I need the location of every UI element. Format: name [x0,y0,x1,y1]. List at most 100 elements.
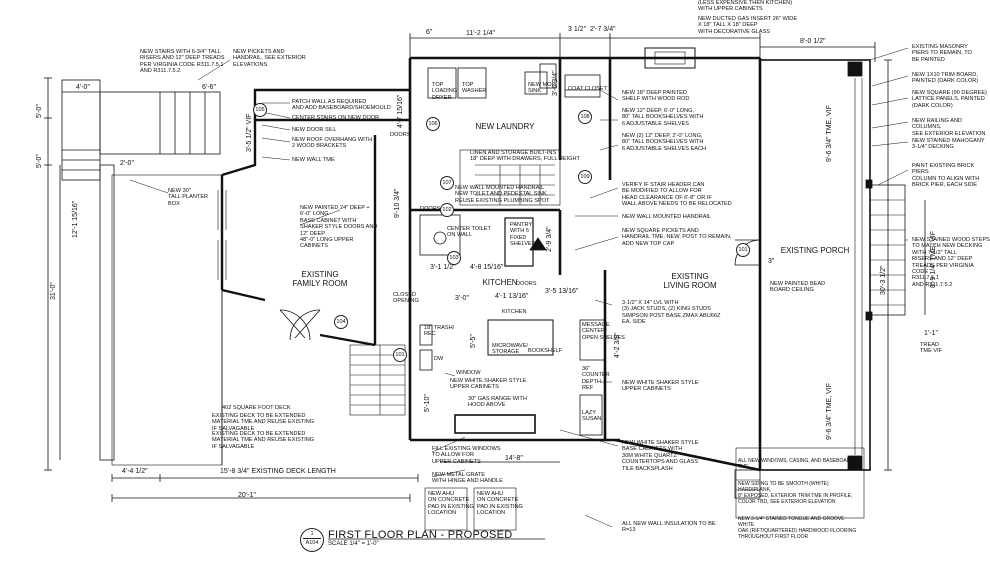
dim-5-5: 5'-5" [470,334,477,348]
dim-2-9: 2'-9 3/4" [546,226,553,252]
note-shelf-rod: NEW 18" DEEP PAINTED SHELF WITH WOOD ROD [622,90,690,103]
label-lazy-susan: LAZY SUSAN [582,410,602,423]
note-toilet: NEW WALL MOUNTED HANDRAIL NEW TOILET AND… [455,185,550,204]
note-base-cabinets: NEW WHITE SHAKER STYLE BASE CABINETS WIT… [622,440,699,472]
note-gas-insert: NEW DUCTED GAS INSERT 26" WIDE x 18" TAL… [698,16,798,35]
note-deck-extend-1: EXISTING DECK TO BE EXTENDED MATERIAL TM… [212,413,315,432]
note-tread: TREAD TME VIF [920,342,943,355]
dim-3-5: 3'-5 1/2" VIF [246,113,253,152]
dim-3-1: 3'-1 1/2" [430,264,456,271]
label-microwave: MICROWAVE/ STORAGE [492,343,529,356]
label-doors-2: DOORS [420,206,441,212]
dim-left-5a: 5'-0" [36,104,43,118]
dim-5-10: 5'-10" [424,394,431,412]
note-deck-extend-2: EXISTING DECK TO BE EXTENDED MATERIAL TM… [212,431,315,450]
label-doors-3: DOORS [516,281,537,287]
note-lvl: 3-1/2" x 14" LVL WITH (3) JACK STUDS, (2… [622,300,721,326]
label-ahu-1: NEW AHU ON CONCRETE PAD IN EXISTING LOCA… [428,491,474,517]
room-new-laundry: NEW LAUNDRY [475,122,535,131]
note-planter: NEW 30" TALL PLANTER BOX [168,188,209,207]
label-doors-1: DOORS [390,132,411,138]
note-decking: NEW STAINED MAHOGANY 3-1/4" DECKING [912,138,985,151]
dim-top-small: 3 1/2" [568,26,587,33]
dim-top-porch: 8'-0 1/2" [800,38,826,45]
note-square-pickets: NEW SQUARE PICKETS AND HANDRAIL TME. NEW… [622,228,732,247]
dim-4-7: 4'-7 15/16" [397,94,404,128]
room-existing-family: EXISTING FAMILY ROOM [292,270,348,288]
dim-4-1: 4'-1 13/16" [495,293,529,300]
note-handrail: NEW WALL MOUNTED HANDRAIL [622,214,712,220]
label-trash: 18" TRASH/ REC [424,325,455,338]
dim-9-10: 9'-10 3/4" [394,188,401,218]
dim-deck-length: 15'-8 3/4" EXISTING DECK LENGTH [220,468,336,475]
note-new-stairs: NEW STAIRS WITH 6-3/4" TALL RISERS AND 1… [140,49,225,75]
note-roof-overhang: NEW ROOF OVERHANG WITH 2 WOOD BRACKETS [292,137,373,150]
note-wood-steps: NEW STAINED WOOD STEPS TO MATCH NEW DECK… [912,237,990,288]
room-existing-living: EXISTING LIVING ROOM [663,272,717,290]
tag-103: 103 [447,251,461,265]
label-ahu-2: NEW AHU ON CONCRETE PAD IN EXISTING LOCA… [477,491,523,517]
tag-101-a: 101 [393,348,407,362]
dim-3-5b: 3'-5 13/16" [545,288,579,295]
drawing-scale: SCALE 1/4" = 1'-0" [328,541,379,547]
dim-top-6: 6" [426,29,433,36]
tag-104: 104 [334,315,348,329]
dim-31-0: 31'-0" [50,282,57,300]
dim-3-0: 3'-0" [455,295,469,302]
general-note-3: NEW 3-1/4" STAINED TONGUE AND GROOVE WHI… [738,516,857,540]
note-fill-windows: FILL EXISTING WINDOWS TO ALLOW FOR UPPER… [432,446,501,465]
note-upper-cabinets-right: NEW WHITE SHAKER STYLE UPPER CABINETS [622,380,699,393]
center-toilet-label: CENTER TOILET ON WALL [447,226,491,239]
sheet-number: A104 [303,538,321,546]
dim-stair-4: 4'-0" [76,84,90,91]
drawing-title: FIRST FLOOR PLAN - PROPOSED [328,529,513,541]
note-stair-header: VERIFY IF STAIR HEADER CAN BE MODIFIED T… [622,182,732,208]
tag-109: 109 [578,170,592,184]
tag-101-b: 101 [736,243,750,257]
label-deck-area: 402 SQUARE FOOT DECK [222,405,291,411]
general-note-1: ALL NEW WINDOWS, CASING, AND BASEBOARD T… [738,458,854,470]
dim-30-3: 30'-3 1/2" [880,265,887,295]
tag-102: 102 [440,203,454,217]
label-counter-depth-ref: 36" COUNTER DEPTH REF [582,366,610,392]
dim-3in: 3" [768,258,775,265]
dim-9-6-b: 9'-6 3/4" TME, VIF [826,383,833,440]
note-bookshelves-1: NEW 12" DEEP, 6'-0" LONG, 80" TALL BOOKS… [622,108,704,127]
dim-4-8: 4'-8 15/16" [470,264,504,271]
closed-opening-label: CLOSED OPENING [393,292,419,305]
dim-2-0: 2'-0" [120,160,134,167]
note-wall-tme: NEW WALL TME [292,157,335,163]
label-message-center: MESSAGE CENTER/ OPEN SHELVES [582,322,625,341]
note-masonry-piers: EXISTING MASONRY PIERS TO REMAIN, TO BE … [912,44,972,63]
note-center-stairs: CENTER STAIRS ON NEW DOOR [292,115,380,121]
label-dw: DW [434,356,444,362]
detail-number: 1 [310,531,314,537]
tag-105: 105 [253,103,267,117]
detail-bubble: 1 A104 [300,528,324,552]
note-metal-grate: NEW METAL GRATE WITH HINGE AND HANDLE [432,472,503,485]
label-washer: TOP WASHER [462,82,487,95]
note-patch-wall: PATCH WALL AS REQUIRED AND ADD BASEBOARD… [292,99,391,112]
label-mop-sink: NEW MOP SINK [528,82,556,95]
note-door-sill: NEW DOOR SILL [292,127,337,133]
note-trim-board: NEW 1x10 TRIM BOARD, PAINTED (DARK COLOR… [912,72,979,85]
dim-20-1: 20'-1" [238,492,256,499]
note-base-cabinet: NEW PAINTED 24" DEEP + 6'-0" LONG BASE C… [300,205,378,250]
note-bookshelves-2: NEW (2) 12" DEEP, 2'-0" LONG, 80" TALL B… [622,133,707,152]
label-gas-range: 30" GAS RANGE WITH HOOD ABOVE [468,396,527,409]
dim-9-6-a: 9'-6 3/4" TME, VIF [826,105,833,162]
note-brick-piers: PAINT EXISTING BRICK PIERS COLUMN TO ALI… [912,163,980,189]
tag-108: 108 [578,110,592,124]
general-notes: ALL NEW WINDOWS, CASING, AND BASEBOARD T… [738,452,858,551]
general-note-2: NEW SIDING TO BE SMOOTH (WHITE) HARDIPLA… [738,481,853,505]
note-new-pickets: NEW PICKETS AND HANDRAIL, SEE EXTERIOR E… [233,49,306,68]
room-pantry: PANTRY WITH 5 FIXED SHELVES [510,222,536,248]
dim-12-1: 12'-1 15/16" [72,200,79,238]
label-dryer: TOP LOADING DRYER [432,82,458,101]
label-bookshelf: BOOKSHELF [528,348,563,354]
dim-top-laundry: 11'-2 1/4" [466,30,495,37]
coat-closet-label: COAT CLOSET [568,86,607,92]
dim-top-small-2: 2'-7 3/4" [590,26,616,33]
room-existing-porch: EXISTING PORCH [780,246,850,255]
note-less-expensive: (LESS EXPENSIVE THEN KITCHEN) WITH UPPER… [698,0,793,13]
